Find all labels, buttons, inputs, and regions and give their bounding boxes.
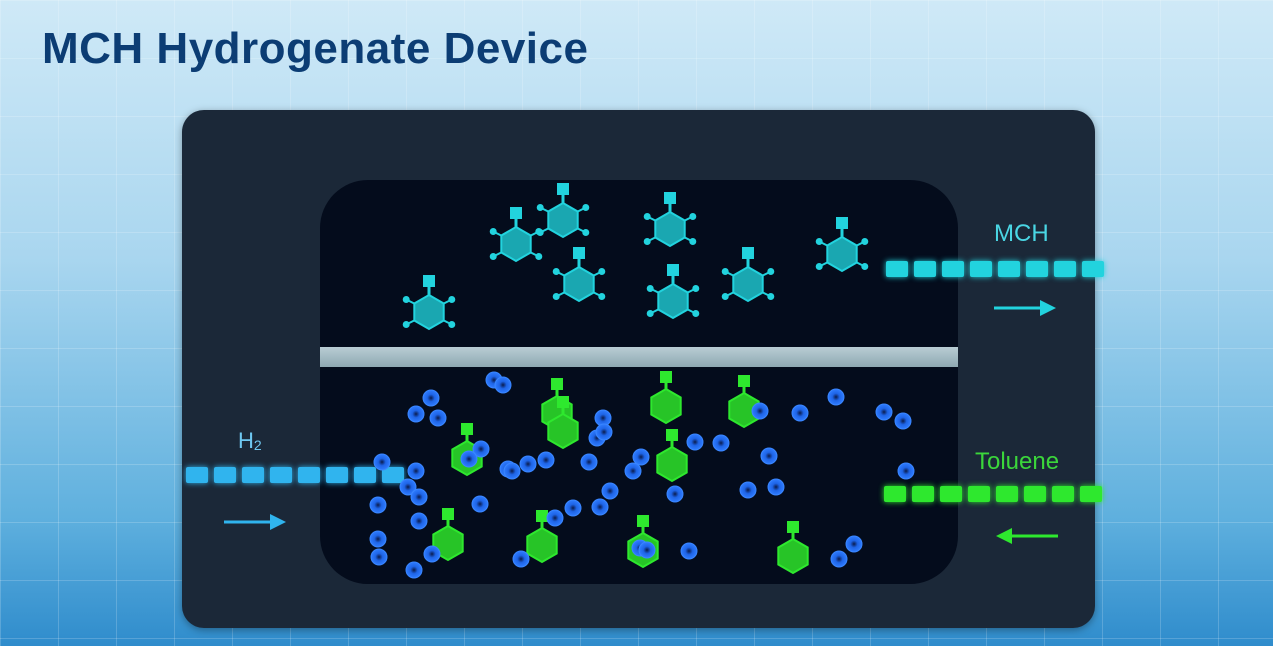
hydrogen-particle-icon xyxy=(680,542,698,560)
mch-pipe-segment xyxy=(914,261,936,277)
hydrogen-particle-icon xyxy=(632,448,650,466)
mch-pipe-segment xyxy=(998,261,1020,277)
toluene-pipe-segment xyxy=(940,486,962,502)
hydrogen-particle-icon xyxy=(423,545,441,563)
hydrogen-particle-icon xyxy=(601,482,619,500)
toluene-pipe-segment xyxy=(996,486,1018,502)
hydrogen-particle-icon xyxy=(407,405,425,423)
mch-pipe-segment xyxy=(970,261,992,277)
h2-pipe-segment xyxy=(382,467,404,483)
mch-pipe-segment xyxy=(1026,261,1048,277)
hydrogen-particle-icon xyxy=(666,485,684,503)
hydrogen-particle-icon xyxy=(712,434,730,452)
toluene-molecule-icon xyxy=(547,396,579,450)
mch-molecule-icon xyxy=(402,275,456,331)
toluene-molecule-icon xyxy=(656,429,688,483)
hydrogen-particle-icon xyxy=(494,376,512,394)
hydrogen-particle-icon xyxy=(830,550,848,568)
h2-pipe-segment xyxy=(354,467,376,483)
mch-pipe-segment xyxy=(886,261,908,277)
mch-molecule-icon xyxy=(815,217,869,273)
hydrogen-particle-icon xyxy=(580,453,598,471)
toluene-molecule-icon xyxy=(728,375,760,429)
hydrogen-particle-icon xyxy=(370,548,388,566)
hydrogen-particle-icon xyxy=(472,440,490,458)
h2-pipe-segment xyxy=(326,467,348,483)
hydrogen-particle-icon xyxy=(751,402,769,420)
mch-pipe-segment xyxy=(942,261,964,277)
h2-pipe-segment xyxy=(242,467,264,483)
hydrogen-particle-icon xyxy=(686,433,704,451)
h2-label: H2 xyxy=(238,428,262,454)
toluene-label: Toluene xyxy=(975,448,1060,475)
hydrogen-particle-icon xyxy=(591,498,609,516)
hydrogen-particle-icon xyxy=(519,455,537,473)
hydrogen-particle-icon xyxy=(624,462,642,480)
hydrogen-particle-icon xyxy=(471,495,489,513)
toluene-pipe-segment xyxy=(1052,486,1074,502)
hydrogen-particle-icon xyxy=(875,403,893,421)
mch-molecule-icon xyxy=(643,192,697,248)
toluene-molecule-icon xyxy=(432,508,464,562)
hydrogen-particle-icon xyxy=(512,550,530,568)
toluene-pipe-segment xyxy=(1080,486,1102,502)
hydrogen-particle-icon xyxy=(564,499,582,517)
h2-pipe-segment xyxy=(214,467,236,483)
h2-pipe-segment xyxy=(270,467,292,483)
toluene-molecule-icon xyxy=(526,510,558,564)
mch-molecule-icon xyxy=(552,247,606,303)
hydrogen-particle-icon xyxy=(595,423,613,441)
hydrogen-particle-icon xyxy=(369,496,387,514)
hydrogen-particle-icon xyxy=(369,530,387,548)
toluene-pipe-segment xyxy=(912,486,934,502)
toluene-inlet-pipe xyxy=(884,486,1102,502)
hydrogen-particle-icon xyxy=(894,412,912,430)
h2-label-main: H xyxy=(238,428,254,453)
hydrogen-particle-icon xyxy=(760,447,778,465)
mch-pipe-segment xyxy=(1082,261,1104,277)
hydrogen-particle-icon xyxy=(410,512,428,530)
hydrogen-particle-icon xyxy=(429,409,447,427)
hydrogen-particle-icon xyxy=(767,478,785,496)
hydrogen-particle-icon xyxy=(537,451,555,469)
hydrogen-particle-icon xyxy=(739,481,757,499)
hydrogen-particle-icon xyxy=(503,462,521,480)
mch-pipe-segment xyxy=(1054,261,1076,277)
hydrogen-particle-icon xyxy=(422,389,440,407)
mch-molecule-icon xyxy=(489,207,543,263)
hydrogen-particle-icon xyxy=(373,453,391,471)
toluene-arrow-icon xyxy=(996,528,1058,544)
h2-pipe-segment xyxy=(298,467,320,483)
mch-molecule-icon xyxy=(646,264,700,320)
hydrogen-particle-icon xyxy=(460,450,478,468)
toluene-molecule-icon xyxy=(650,371,682,425)
toluene-molecule-icon xyxy=(777,521,809,575)
h2-arrow-icon xyxy=(224,514,286,530)
mch-molecule-icon xyxy=(536,183,590,239)
hydrogen-particle-icon xyxy=(399,478,417,496)
toluene-pipe-segment xyxy=(1024,486,1046,502)
toluene-pipe-segment xyxy=(884,486,906,502)
hydrogen-particle-icon xyxy=(791,404,809,422)
h2-inlet-pipe xyxy=(186,467,404,483)
hydrogen-particle-icon xyxy=(638,541,656,559)
hydrogen-particle-icon xyxy=(827,388,845,406)
mch-label: MCH xyxy=(994,220,1049,247)
toluene-pipe-segment xyxy=(968,486,990,502)
mch-arrow-icon xyxy=(994,300,1056,316)
mch-outlet-pipe xyxy=(886,261,1104,277)
page-title: MCH Hydrogenate Device xyxy=(42,24,589,73)
hydrogen-particle-icon xyxy=(407,462,425,480)
h2-pipe-segment xyxy=(186,467,208,483)
hydrogen-particle-icon xyxy=(410,488,428,506)
hydrogen-particle-icon xyxy=(897,462,915,480)
hydrogen-particle-icon xyxy=(546,509,564,527)
hydrogen-particle-icon xyxy=(845,535,863,553)
h2-label-subscript: 2 xyxy=(253,437,262,453)
mch-molecule-icon xyxy=(721,247,775,303)
hydrogen-particle-icon xyxy=(405,561,423,579)
membrane-electrode xyxy=(320,347,958,367)
